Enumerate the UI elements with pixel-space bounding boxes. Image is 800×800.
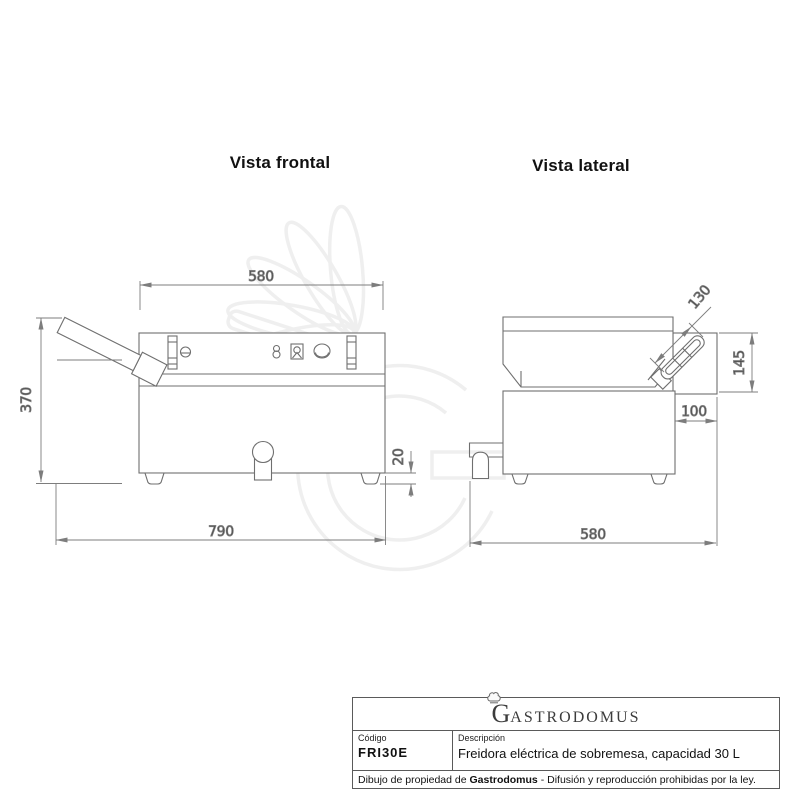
code-value: FRI30E — [358, 745, 409, 760]
title-block-logo-row: G ASTRODOMUS — [353, 692, 779, 731]
dimension-side-depth: 580 — [469, 481, 717, 547]
code-label: Código — [358, 733, 387, 743]
front-switch — [290, 343, 304, 360]
brand-initial: G — [491, 699, 511, 728]
side-view-title: Vista lateral — [532, 156, 630, 175]
dimension-front-height: 370 — [19, 317, 122, 484]
brand-name: ASTRODOMUS — [510, 709, 641, 726]
title-block-fields-row: Código FRI30E Descripción Freidora eléct… — [353, 731, 779, 771]
front-right-slot — [346, 335, 357, 370]
dimension-label-145: 145 — [732, 350, 748, 376]
legal-suffix: - Difusión y reproducción prohibidas por… — [537, 774, 756, 786]
front-drain-valve — [251, 440, 275, 481]
front-indicator-lamp — [272, 344, 281, 359]
front-body — [138, 332, 386, 485]
side-view-dimensions: 130 145 100 580 — [469, 282, 758, 547]
description-label: Descripción — [458, 733, 506, 743]
watermark-g-icon — [295, 363, 506, 572]
front-feet — [144, 472, 381, 485]
front-pilot-light-left — [179, 346, 192, 358]
legal-brand: Gastrodomus — [469, 774, 538, 786]
side-tank — [502, 316, 674, 388]
front-view-title: Vista frontal — [229, 153, 331, 172]
dimension-label-20: 20 — [391, 448, 407, 465]
front-view-dimensions: 580 370 790 20 — [19, 269, 416, 545]
code-cell: Código FRI30E — [353, 731, 453, 770]
side-drain-valve — [468, 442, 503, 480]
front-left-slot — [167, 335, 178, 370]
description-value: Freidora eléctrica de sobremesa, capacid… — [458, 746, 740, 761]
description-cell: Descripción Freidora eléctrica de sobrem… — [453, 731, 779, 770]
side-view-drawing — [468, 316, 718, 485]
dimension-label-370: 370 — [19, 387, 35, 413]
front-thermostat-knob — [313, 343, 331, 359]
brand-logo: G ASTRODOMUS — [487, 692, 641, 730]
dimension-label-580-side: 580 — [580, 527, 606, 543]
side-feet — [511, 473, 668, 485]
title-block: G ASTRODOMUS Código FRI30E Descripción F… — [352, 692, 780, 789]
legal-prefix: Dibujo de propiedad de — [358, 774, 470, 786]
front-lid-handle — [56, 316, 168, 388]
dimension-front-width-top: 580 — [139, 269, 384, 310]
dimension-label-790: 790 — [208, 524, 234, 540]
dimension-front-width-total: 790 — [55, 476, 387, 545]
dimension-side-back-height: 145 — [719, 332, 758, 393]
dimension-front-foot-height: 20 — [380, 448, 416, 497]
legal-notice: Dibujo de propiedad de Gastrodomus - Dif… — [353, 771, 779, 789]
front-view-drawing — [56, 316, 386, 485]
dimension-side-back-depth: 100 — [674, 397, 718, 546]
dimension-label-100: 100 — [681, 404, 707, 420]
dimension-label-580-front: 580 — [248, 269, 274, 285]
side-lower-body — [502, 390, 676, 475]
